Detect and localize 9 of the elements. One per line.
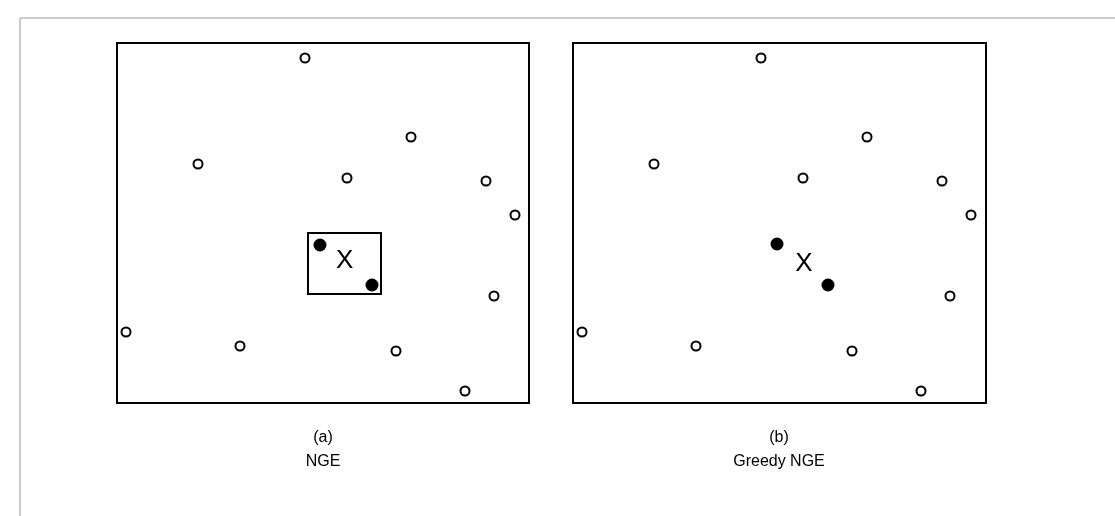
point-label: X bbox=[795, 247, 813, 278]
subfigure-label: (b) bbox=[769, 428, 789, 446]
region-label: X bbox=[336, 244, 354, 274]
region-box bbox=[307, 232, 382, 295]
caption: NGE bbox=[305, 452, 341, 470]
plot-frame bbox=[572, 42, 987, 404]
plot-frame bbox=[116, 42, 530, 404]
subfigure-label: (a) bbox=[313, 428, 333, 446]
caption: Greedy NGE bbox=[733, 452, 825, 470]
